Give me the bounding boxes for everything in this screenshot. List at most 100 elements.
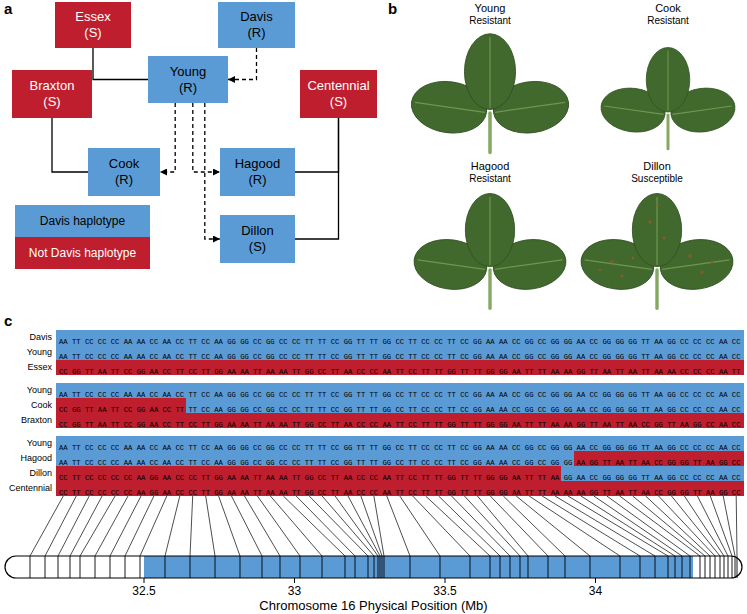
lesion <box>700 270 703 273</box>
leaf-photo <box>598 48 738 149</box>
leaf-photo <box>411 194 569 309</box>
cultivar-box: Centennial(S) <box>300 70 377 118</box>
marker-link <box>322 496 374 556</box>
figure-label: 33.5 <box>433 584 456 598</box>
genotype-bar: CookCC GG TT AA TT CC GG AA CC TT TT CC … <box>56 398 744 413</box>
marker-position <box>715 556 716 578</box>
lineage-connector <box>52 118 88 172</box>
marker-link <box>413 496 470 556</box>
lesion <box>610 260 614 264</box>
marker-position <box>378 556 379 578</box>
row-name: Braxton <box>21 413 52 428</box>
cultivar-name: Cook <box>109 156 139 172</box>
marker-position <box>382 556 383 578</box>
marker-link <box>80 496 115 556</box>
lesion <box>657 204 660 207</box>
marker-link <box>400 496 440 556</box>
marker-link <box>646 496 710 556</box>
marker-link <box>529 496 620 556</box>
chromosome-body <box>5 556 742 578</box>
marker-position <box>125 556 126 578</box>
marker-position <box>410 556 411 578</box>
tick <box>595 578 596 583</box>
legend-swatch: Davis haplotype <box>15 205 150 237</box>
cultivar-name: Centennial <box>307 78 369 94</box>
cultivar-box: Essex(S) <box>55 2 131 48</box>
cultivar-name: Hagood <box>235 156 281 172</box>
tick <box>294 578 295 583</box>
marker-position <box>240 556 241 578</box>
marker-position <box>690 556 691 578</box>
row-name: Young <box>27 383 52 398</box>
figure-label: Resistant <box>469 15 511 27</box>
marker-link <box>45 496 76 556</box>
genotype-bar: BraxtonCC GG TT AA TT CC GG AA CC TT CC … <box>56 413 744 428</box>
marker-link <box>374 496 384 556</box>
marker-position <box>190 556 191 578</box>
marker-position <box>165 556 166 578</box>
marker-link <box>95 496 128 556</box>
marker-position <box>300 556 301 578</box>
marker-link <box>633 496 705 556</box>
resistance-status: (S) <box>330 94 347 110</box>
marker-link <box>659 496 716 556</box>
figure-label: Dillon <box>643 160 671 173</box>
genotype-bar: DillonCC TT CC CC CC CC AA GG AA CC CC T… <box>56 466 744 481</box>
marker-link <box>387 496 410 556</box>
figure-label: Hagood <box>471 160 510 173</box>
resistance-status: (R) <box>248 172 266 188</box>
genotype-bar: HagoodAA TT CC CC CC AA AA CC AA CC TT C… <box>56 451 744 466</box>
panel-letter: b <box>388 0 397 17</box>
marker-link <box>232 496 263 556</box>
marker-link <box>219 496 240 556</box>
marker-position <box>262 556 263 578</box>
cultivar-box: Dillon(S) <box>220 215 295 263</box>
genotype-sequence: CC TT CC CC CC CC AA GG AA CC CC TT GG A… <box>59 486 741 501</box>
axis-ticks <box>144 578 596 583</box>
lesion <box>632 257 635 260</box>
resistance-status: (S) <box>43 94 60 110</box>
marker-position <box>720 556 721 578</box>
marker-position <box>280 556 281 578</box>
marker-position <box>510 556 511 578</box>
marker-position <box>682 556 683 578</box>
lineage-connector <box>160 103 175 172</box>
lesion <box>663 237 666 240</box>
resistance-status: (R) <box>115 172 133 188</box>
marker-link <box>555 496 655 556</box>
legend-text: Davis haplotype <box>40 214 125 228</box>
legend-text: Not Davis haplotype <box>29 246 136 260</box>
marker-position <box>675 556 676 578</box>
marker-link <box>568 496 668 556</box>
lineage-connector <box>205 103 220 239</box>
marker-position <box>590 556 591 578</box>
cultivar-name: Young <box>170 64 206 80</box>
resistance-status: (S) <box>84 25 101 41</box>
marker-position <box>355 556 356 578</box>
lesion <box>620 274 623 277</box>
genotype-bar: YoungAA TT CC CC CC AA AA CC AA CC TT CC… <box>56 436 744 451</box>
marker-link <box>452 496 511 556</box>
marker-link <box>490 496 548 556</box>
lineage-connector <box>228 48 257 80</box>
marker-position <box>440 556 441 578</box>
marker-link <box>257 496 300 556</box>
figure-label: 34 <box>589 584 602 598</box>
marker-position <box>520 556 521 578</box>
lesion <box>599 269 602 272</box>
lesion <box>648 220 651 223</box>
chromosome-outline <box>5 556 742 578</box>
cultivar-box: Braxton(S) <box>12 70 92 118</box>
cultivar-box: Davis(R) <box>218 2 295 48</box>
davis-region <box>144 556 693 578</box>
marker-link <box>620 496 700 556</box>
marker-link <box>110 496 141 556</box>
figure-label: Cook <box>655 2 681 15</box>
marker-position <box>710 556 711 578</box>
marker-position <box>700 556 701 578</box>
figure-label: 33 <box>288 584 301 598</box>
marker-position <box>728 556 729 578</box>
marker-link <box>516 496 590 556</box>
marker-link <box>140 496 167 556</box>
row-name: Young <box>27 436 52 451</box>
